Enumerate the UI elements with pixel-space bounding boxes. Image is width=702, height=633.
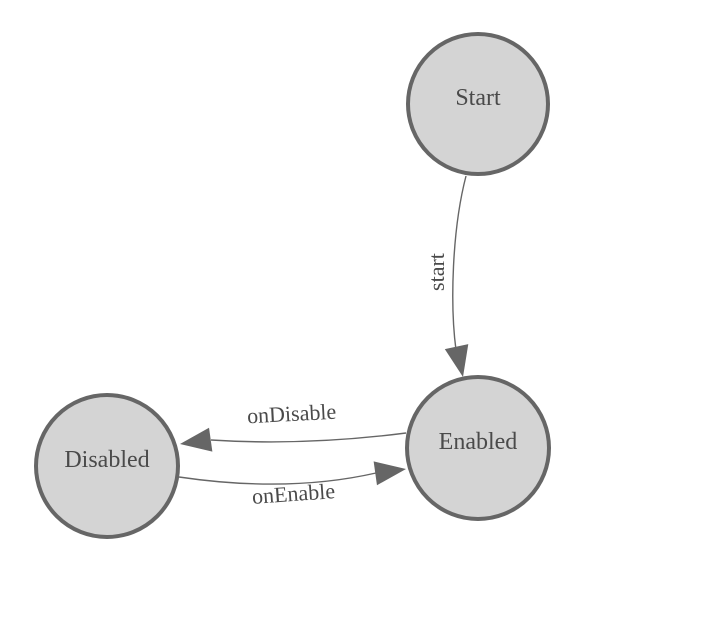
arrowhead-icon [373, 461, 406, 486]
edge-label: onDisable [246, 399, 336, 429]
state-label: Disabled [64, 447, 149, 473]
state-node-enabled[interactable]: Enabled [405, 375, 551, 521]
transition-edge-onDisable: onDisable [180, 399, 407, 452]
state-node-disabled[interactable]: Disabled [34, 393, 180, 539]
state-circle[interactable] [406, 32, 550, 176]
edges-layer: start onDisable onEnable [178, 175, 469, 509]
arrowhead-icon [444, 344, 469, 377]
edge-label: start [424, 253, 449, 291]
state-circle[interactable] [405, 375, 551, 521]
state-circle[interactable] [34, 393, 180, 539]
edge-label: onEnable [251, 478, 336, 509]
transition-edge-start: start [424, 175, 469, 377]
state-label: Start [455, 85, 501, 111]
arrowhead-icon [180, 427, 213, 452]
edge-line [452, 175, 467, 351]
edge-line [210, 432, 407, 443]
transition-edge-onEnable: onEnable [178, 461, 406, 509]
edge-line [178, 472, 377, 485]
state-label: Enabled [439, 429, 518, 455]
state-node-start[interactable]: Start [406, 32, 550, 176]
